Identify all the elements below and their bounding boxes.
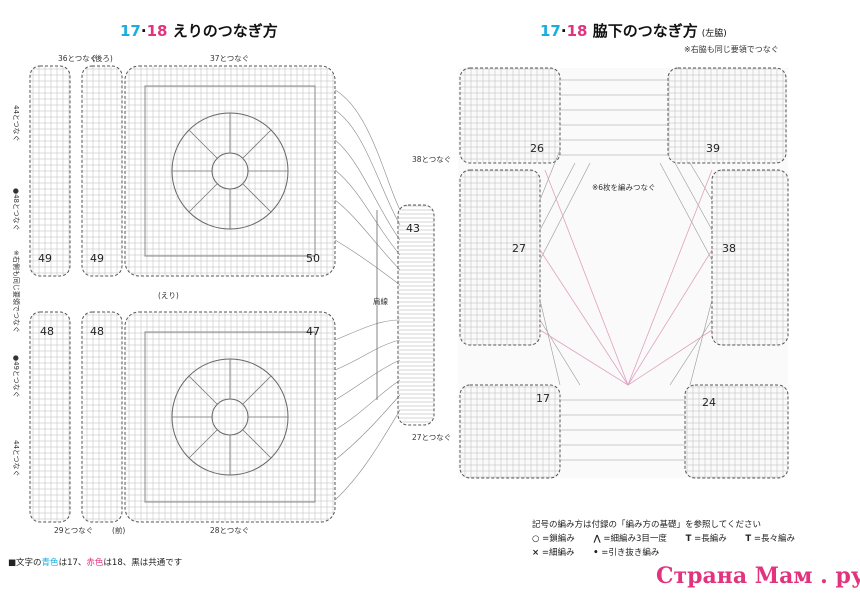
num-24: 24 [702,396,716,409]
shoulder-strip-43 [397,204,435,426]
left-top-strips [29,65,336,277]
legend-title: 記号の編み方は付録の「編み方の基礎」を参照してください [532,520,761,530]
label-37: 37とつなぐ [210,54,249,63]
right-title-num-17: 17 [540,22,561,40]
motif-39 [667,67,787,164]
num-43: 43 [406,222,420,235]
label-38: 38とつなぐ [412,155,451,164]
side-48: ●48とつなぐ [12,188,20,231]
num-27: 27 [512,242,526,255]
side-same: ※右側も同じ要領でつなぐ [12,250,21,333]
left-joining-lines [334,89,401,501]
legend-row-2: × =細編み • =引き抜き編み [532,546,811,560]
left-title-num-18: 18 [146,22,168,40]
motif-17 [459,384,561,479]
strip-left-top-a [29,65,71,277]
color-footnote: ■文字の青色は17、赤色は18、黒は共通です [8,558,183,568]
watermark-logo: Страна Мам . ру [656,563,860,589]
label-29: 29とつなぐ [54,526,93,535]
legend-chain-item: ○ =鎖編み [532,534,575,544]
motif-50-inner [144,85,316,257]
right-motifs [459,67,789,479]
motif-38 [711,169,789,346]
side-49: ●49とつなぐ [12,355,20,398]
label-front: (前) [112,525,125,535]
legend-dec-item: ⋀ =細編み3目一度 [593,534,667,544]
right-center-lines [539,169,713,387]
motif-47-petals [172,359,288,475]
num-50: 50 [306,252,320,265]
motif-number-labels: 49 49 50 48 48 47 43 26 39 27 38 17 24 [38,142,736,409]
legend-dc-item: T =長編み [685,534,727,544]
label-back: (後ろ) [92,53,113,63]
right-center-note: ※6枚を編みつなぐ [592,182,656,192]
num-26: 26 [530,142,544,155]
symbol-legend: 記号の編み方は付録の「編み方の基礎」を参照してください ○ =鎖編み ⋀ =細編… [532,518,811,560]
motif-47-inner [144,331,316,503]
left-title-num-17: 17 [120,22,141,40]
label-eri: (えり) [158,291,179,300]
left-side-annotations: 44とつなぐ ●48とつなぐ ※右側も同じ要領でつなぐ ●49とつなぐ 44とつ… [12,105,21,477]
left-annotations: 36とつなぐ (後ろ) 37とつなぐ 29とつなぐ (前) 28とつなぐ (えり… [54,53,451,535]
right-title-dot: · [560,22,567,40]
side-44-top: 44とつなぐ [12,105,20,142]
left-title: 17·18 えりのつなぎ方 [120,20,278,41]
left-title-text: えりのつなぎ方 [172,22,278,40]
motif-square-50 [124,65,336,277]
legend-tr-item: T =長々編み [745,534,796,544]
right-joining-lines [539,79,713,461]
num-48b: 48 [90,325,104,338]
right-title-text: 脇下のつなぎ方 [592,22,698,40]
motif-50-petals [172,113,288,229]
label-27: 27とつなぐ [412,433,451,442]
motif-24 [684,384,789,479]
legend-slst-item: • =引き抜き編み [593,548,660,558]
strip-left-bot-b [81,311,123,523]
num-49b: 49 [90,252,104,265]
label-shoulder: 肩線 [373,296,388,306]
left-title-dot: · [140,22,147,40]
legend-row-1: ○ =鎖編み ⋀ =細編み3目一度 T =長編み T =長々編み [532,532,811,546]
left-bottom-strips [29,311,336,523]
label-36: 36とつなぐ [58,54,97,63]
right-title: 17·18 脇下のつなぎ方(左脇) [540,20,727,41]
right-title-sub: (左脇) [701,29,727,39]
num-49a: 49 [38,252,52,265]
num-17: 17 [536,392,550,405]
motif-square-47 [124,311,336,523]
right-note: ※右脇も同じ要領でつなぐ [684,45,779,54]
strip-left-bot-a [29,311,71,523]
right-title-num-18: 18 [566,22,588,40]
motif-26 [459,67,561,164]
num-39: 39 [706,142,720,155]
num-47: 47 [306,325,320,338]
strip-left-top-b [81,65,123,277]
legend-sc-item: × =細編み [532,548,575,558]
side-44-bot: 44とつなぐ [12,440,20,477]
num-38: 38 [722,242,736,255]
num-48a: 48 [40,325,54,338]
motif-27 [459,169,541,346]
label-28: 28とつなぐ [210,526,249,535]
